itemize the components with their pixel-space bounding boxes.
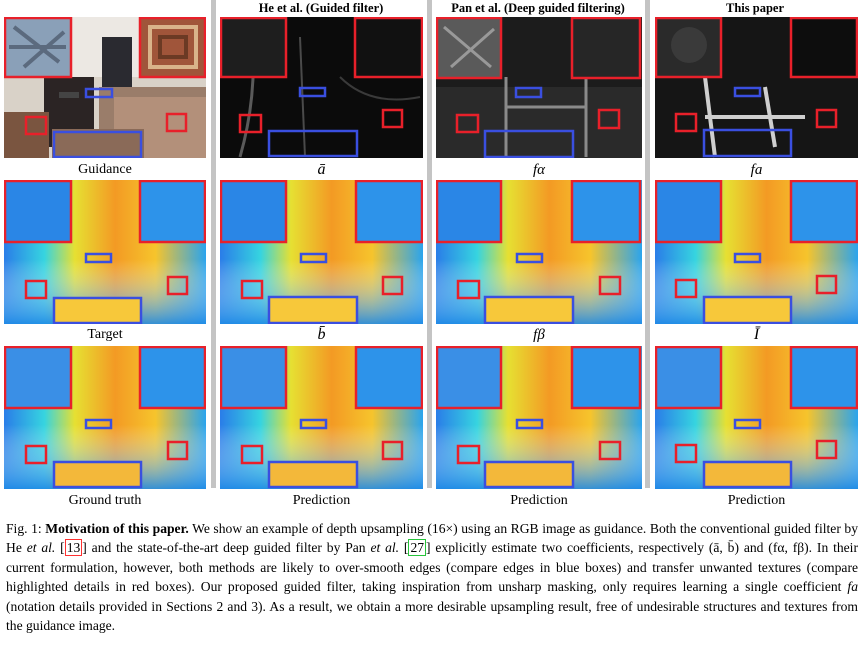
- et-al-1: et al.: [26, 540, 56, 556]
- caption-target: Target: [87, 327, 123, 342]
- caption-he-prediction: Prediction: [292, 493, 351, 508]
- caption-ground-truth: Ground truth: [68, 493, 142, 508]
- caption-i-bar: Ī: [753, 326, 760, 343]
- figure-caption-text-3: explicitly estimate two coefficients, re…: [6, 540, 858, 595]
- figure-grid: He et al. (Guided filter) Pan et al. (De…: [4, 0, 858, 508]
- figure-label: Fig. 1:: [6, 521, 42, 536]
- et-al-2: et al.: [370, 540, 400, 556]
- caption-f-beta: fβ: [533, 327, 545, 343]
- figure-caption-title: Motivation of this paper.: [45, 521, 189, 536]
- figure-caption-text-4: (notation details provided in Sections 2…: [6, 598, 858, 634]
- figure-caption: Fig. 1: Motivation of this paper. We sho…: [6, 521, 859, 634]
- he-prediction-image: [220, 346, 423, 489]
- caption-f-alpha: fα: [532, 162, 546, 178]
- caption-pan-prediction: Prediction: [510, 493, 568, 508]
- caption-f-a: fa: [750, 162, 763, 178]
- column-title-he: He et al. (Guided filter): [258, 1, 384, 15]
- column-title-this-paper: This paper: [725, 1, 784, 15]
- citation-link-13[interactable]: 13: [64, 539, 83, 557]
- figure-caption-text-2: and the state-of-the-art deep guided fil…: [91, 540, 366, 556]
- he-coefficient-b-map: [220, 180, 423, 324]
- coefficient-fa-inline: fa: [847, 579, 858, 595]
- column-separator: [645, 0, 650, 488]
- ours-prediction-image: [655, 346, 858, 489]
- column-title-pan: Pan et al. (Deep guided filtering): [451, 1, 625, 15]
- caption-guidance: Guidance: [78, 162, 132, 177]
- ours-intermediate-i-bar-map: [655, 180, 858, 324]
- caption-ours-prediction: Prediction: [727, 493, 786, 508]
- column-separator: [427, 0, 432, 488]
- caption-b-bar: b̄: [317, 326, 326, 343]
- target-depth-image: [4, 180, 206, 324]
- column-separator: [211, 0, 216, 488]
- pan-prediction-image: [436, 346, 642, 489]
- ours-coefficient-fa-map: [655, 17, 858, 158]
- ground-truth-depth-image: [4, 346, 206, 489]
- he-coefficient-a-map: [220, 17, 423, 158]
- pan-coefficient-f-beta-map: [436, 180, 642, 324]
- pan-coefficient-f-alpha-map: [436, 17, 642, 158]
- figure-caption-text-1: We show an example of depth upsampling (…: [6, 521, 859, 556]
- citation-link-27[interactable]: 27: [408, 539, 427, 557]
- caption-a-bar: ā: [317, 161, 326, 178]
- guidance-image: [4, 17, 206, 158]
